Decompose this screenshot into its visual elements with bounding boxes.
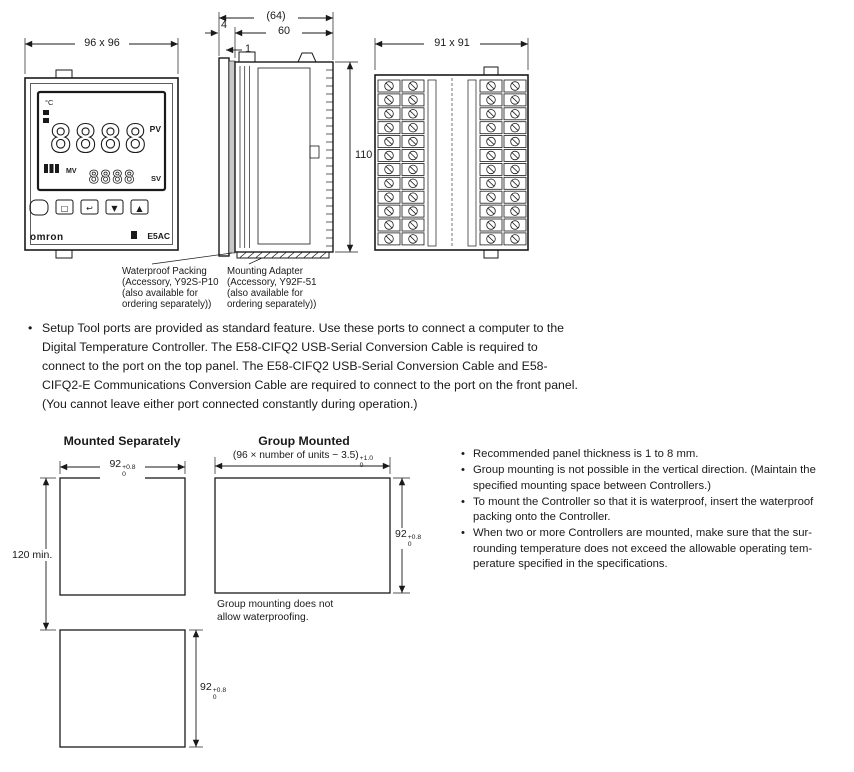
note-line: When two or more Controllers are mounted… <box>473 527 813 540</box>
callout-line: (Accessory, Y92F-51 <box>227 277 317 288</box>
down-key-icon: ▼ <box>111 204 118 213</box>
mv-label: MV <box>66 168 77 175</box>
dim-base: 92 <box>200 681 212 693</box>
note-line: Group mounting does not <box>217 599 334 610</box>
callout-line: Mounting Adapter <box>227 266 303 277</box>
mode-key <box>80 199 99 215</box>
side-lip-dimension: 1 <box>245 43 252 55</box>
group-mounted-heading: Group Mounted <box>258 434 350 448</box>
mounting-spacing-dimension: 120 min. <box>10 549 55 561</box>
model-badge-icon <box>131 231 137 239</box>
mounting-notes-list: • Recommended panel thickness is 1 to 8 … <box>461 447 816 573</box>
dim-lower-tolerance: 0 <box>212 694 217 702</box>
callout-line: (also available for <box>227 288 303 299</box>
front-bezel <box>218 57 230 257</box>
rear-view-drawing <box>374 38 529 259</box>
top-setup-port-cover <box>238 51 256 63</box>
rear-size-dimension: 91 x 91 <box>424 37 480 49</box>
sv-digits: 8888 <box>88 167 135 188</box>
pv-label: PV <box>150 124 162 134</box>
adapter-callout-leader <box>248 257 263 265</box>
side-body-depth-dimension: 60 <box>266 25 302 37</box>
dim-base: 92 <box>395 528 407 540</box>
side-view-drawing <box>151 12 358 265</box>
sv-label: SV <box>151 174 161 183</box>
note-line: (You cannot leave either port connected … <box>42 397 418 411</box>
setup-tool-ports-note: • Setup Tool ports are provided as stand… <box>28 319 578 414</box>
note-line: specified mounting space between Control… <box>473 479 711 492</box>
front-view-drawing <box>24 38 179 259</box>
callout-line: ordering separately)) <box>227 299 317 310</box>
dim-upper-tolerance: +0.8 <box>407 534 422 541</box>
callout-line: (also available for <box>122 288 198 299</box>
mounted-separately-heading: Mounted Separately <box>63 434 181 448</box>
dim-lower-tolerance: 0 <box>122 471 126 479</box>
level-key <box>55 199 74 215</box>
note-line: To mount the Controller so that it is wa… <box>473 495 814 508</box>
callout-line: ordering separately)) <box>122 299 212 310</box>
waterproof-packing <box>228 60 236 254</box>
model-label: E5AC <box>147 231 170 241</box>
up-key <box>130 199 149 215</box>
single-cutout-2 <box>59 629 186 748</box>
rear-terminal-blocks <box>377 79 527 246</box>
list-item: • To mount the Controller so that it is … <box>461 495 816 526</box>
side-total-depth-dimension: (64) <box>254 10 298 22</box>
note-line: rounding temperature does not exceed the… <box>473 542 813 555</box>
pf-key <box>29 199 49 216</box>
note-line: perature specified in the specifications… <box>473 558 668 571</box>
dim-upper-tolerance: +0.8 <box>122 464 136 471</box>
callout-line: Waterproof Packing <box>122 266 207 277</box>
note-line: packing onto the Controller. <box>473 511 611 524</box>
group-mounting-note: Group mounting does not allow waterproof… <box>217 599 333 624</box>
display-window <box>36 90 167 192</box>
list-item: • Group mounting is not possible in the … <box>461 463 816 494</box>
list-item: • Recommended panel thickness is 1 to 8 … <box>461 447 816 462</box>
waterproof-packing-callout: Waterproof Packing (Accessory, Y92S-P10 … <box>122 266 219 310</box>
pv-digits: 8888 <box>49 117 149 161</box>
level-key-icon: □ <box>61 204 69 213</box>
callout-line: (Accessory, Y92S-P10 <box>122 277 219 288</box>
packing-callout-leader <box>151 252 233 265</box>
dim-base: 92 <box>109 458 122 470</box>
side-vents-and-teeth <box>239 66 333 258</box>
list-item: • When two or more Controllers are mount… <box>461 526 816 572</box>
group-cutout <box>214 477 391 594</box>
down-key <box>105 199 124 215</box>
bullet-marker: • <box>461 448 465 460</box>
mode-key-icon: ↩ <box>86 204 93 213</box>
bullet-marker: • <box>461 464 465 477</box>
side-bezel-dimension: 4 <box>221 19 228 31</box>
note-line: allow waterproofing. <box>217 611 309 623</box>
formula-base: (96 × number of units − 3.5) <box>232 450 359 461</box>
unit-indicator: °C <box>45 98 54 107</box>
bullet-marker: • <box>461 495 465 508</box>
note-line: connect to the port on the top panel. Th… <box>42 359 548 373</box>
mounting-adapter-callout: Mounting Adapter (Accessory, Y92F-51 (al… <box>227 266 317 310</box>
note-line: Group mounting is not possible in the ve… <box>473 464 816 477</box>
brand-logo: omron <box>30 232 64 243</box>
mounting-adapter <box>236 251 330 259</box>
formula-lower-tolerance: 0 <box>359 462 364 470</box>
bullet-marker: • <box>461 527 465 540</box>
note-line: CIFQ2-E Communications Conversion Cable … <box>42 378 578 392</box>
up-key-icon: ▲ <box>136 204 143 213</box>
note-line: Recommended panel thickness is 1 to 8 mm… <box>473 448 699 460</box>
side-height-dimension: 110 <box>353 149 375 161</box>
note-line: Setup Tool ports are provided as standar… <box>42 321 565 335</box>
front-size-dimension: 96 x 96 <box>75 37 129 49</box>
formula-upper-tolerance: +1.0 <box>359 455 374 462</box>
dim-lower-tolerance: 0 <box>407 541 412 549</box>
bullet-marker: • <box>28 321 33 335</box>
note-line: Digital Temperature Controller. The E58-… <box>42 340 538 354</box>
single-cutout-1 <box>59 477 186 596</box>
dim-upper-tolerance: +0.8 <box>212 687 227 694</box>
